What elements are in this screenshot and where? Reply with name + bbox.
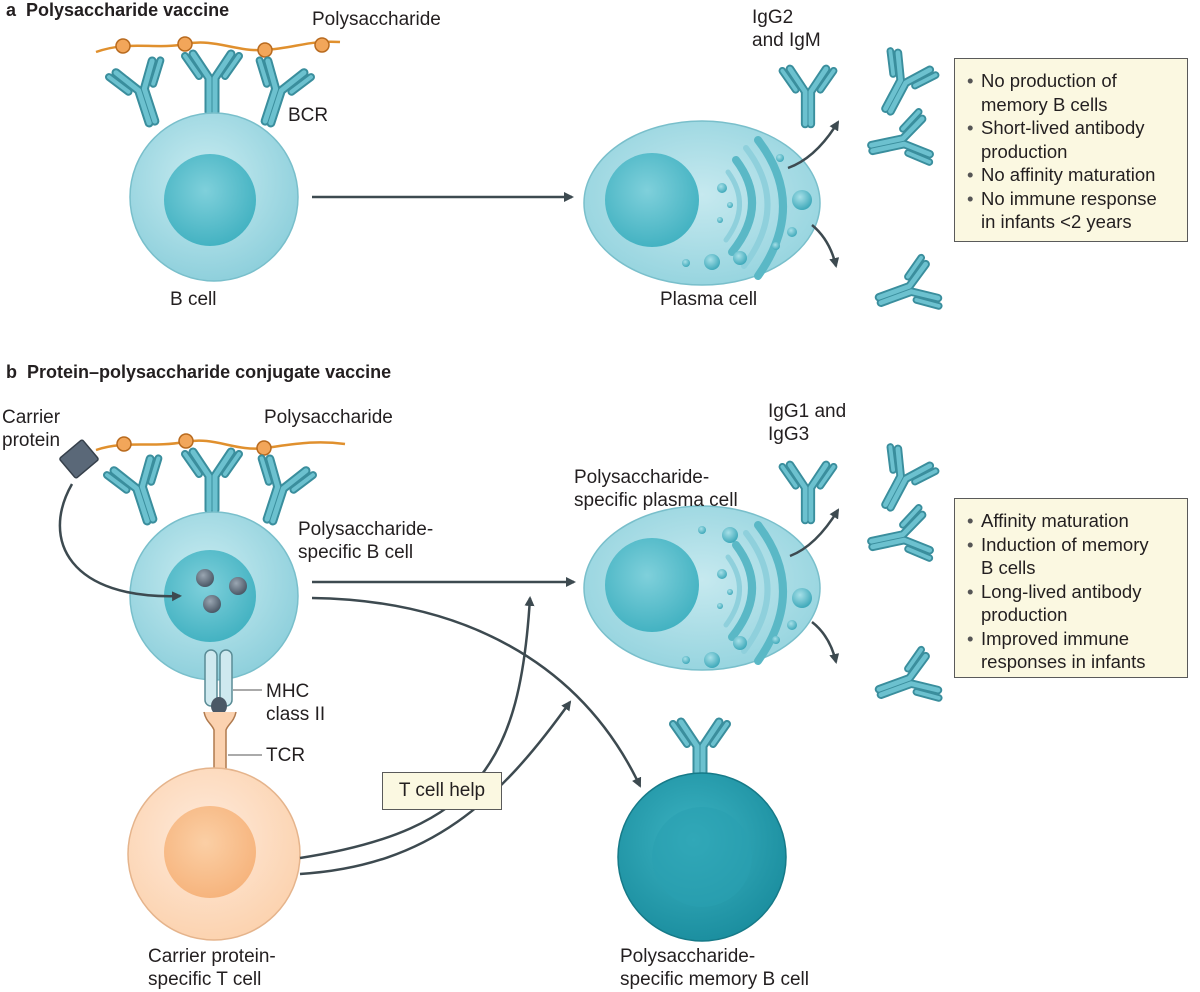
secretion-arrow-up-a <box>787 120 840 170</box>
t-help-arrow-2 <box>299 700 572 876</box>
t-cell <box>127 767 301 941</box>
panel-a-title-text: Polysaccharide vaccine <box>26 0 230 20</box>
antibody-label-b-line1: IgG1 and <box>768 401 847 422</box>
memory-b-cell <box>617 722 787 942</box>
outcome-box-a: No production of memory B cells Short-li… <box>954 58 1188 242</box>
arrow-bcell-to-memory <box>311 596 642 788</box>
t-cell-label-line2: specific T cell <box>148 969 262 990</box>
antibody-label-a-line2: and IgM <box>752 30 821 51</box>
outcome-item: No production of memory B cells <box>967 69 1177 116</box>
outcome-item: Induction of memory B cells <box>967 533 1177 580</box>
b-cell-a <box>129 112 299 282</box>
polysaccharide-chain-a <box>95 40 341 54</box>
plasma-cell-a <box>583 120 821 286</box>
sugar-beads-a <box>115 36 330 58</box>
t-cell-label-line1: Carrier protein- <box>148 946 276 967</box>
outcome-item: Short-lived antibody production <box>967 116 1177 163</box>
antibody-label-b-line2: IgG3 <box>768 424 810 445</box>
mhc-class-ii-shape <box>204 649 233 715</box>
secretion-arrow-up-b <box>789 508 840 558</box>
secretion-arrow-down-b <box>811 621 840 664</box>
memory-cell-label: Polysaccharide- specific memory B cell <box>620 945 809 991</box>
memory-cell-label-line2: specific memory B cell <box>620 969 809 990</box>
outcome-item: No immune response in infants <2 years <box>967 187 1177 234</box>
t-cell-label: Carrier protein- specific T cell <box>148 945 276 991</box>
secretion-arrow-down-a <box>811 224 840 268</box>
panel-a-title: a Polysaccharide vaccine <box>6 0 229 21</box>
memory-cell-label-line1: Polysaccharide- <box>620 946 756 967</box>
b-cell-label-b-line2: specific B cell <box>298 542 414 563</box>
t-cell-help-box: T cell help <box>382 772 502 810</box>
panel-a-letter: a <box>6 0 17 20</box>
antibody-label-a-line1: IgG2 <box>752 7 794 28</box>
panel-b-title-text: Protein–polysaccharide conjugate vaccine <box>27 362 392 382</box>
antibody-label-b: IgG1 and IgG3 <box>768 400 846 446</box>
bcr-label: BCR <box>288 105 329 126</box>
outcome-item: Long-lived antibody production <box>967 580 1177 627</box>
outcome-item: Improved immune responses in infants <box>967 627 1177 674</box>
internalisation-arrow <box>58 483 182 602</box>
plasma-cell-label-b-line1: Polysaccharide- <box>574 467 710 488</box>
carrier-protein-line2: protein <box>2 430 61 451</box>
antibody-label-a: IgG2 and IgM <box>752 6 821 52</box>
mhc-label-line1: MHC <box>266 681 310 702</box>
b-cell-label-b: Polysaccharide- specific B cell <box>298 518 433 564</box>
polysaccharide-label-a: Polysaccharide <box>312 9 441 30</box>
outcome-box-b: Affinity maturation Induction of memory … <box>954 498 1188 678</box>
polysaccharide-chain-b <box>95 439 346 452</box>
carrier-protein-line1: Carrier <box>2 407 61 428</box>
plasma-cell-b <box>583 505 821 671</box>
mhc-label-line2: class II <box>266 704 326 725</box>
b-cell-label-b-line1: Polysaccharide- <box>298 519 434 540</box>
outcome-item: Affinity maturation <box>967 509 1177 533</box>
panel-b-letter: b <box>6 362 17 382</box>
plasma-cell-label-b-line2: specific plasma cell <box>574 490 738 511</box>
t-help-arrow-1 <box>299 596 535 860</box>
b-cell-label-a: B cell <box>170 289 217 310</box>
plasma-cell-label-a: Plasma cell <box>660 289 758 310</box>
mhc-label: MHC class II <box>266 680 325 726</box>
carrier-protein-shape <box>59 439 99 479</box>
carrier-protein-label: Carrier protein <box>2 406 60 452</box>
plasma-cell-label-b: Polysaccharide- specific plasma cell <box>574 466 738 512</box>
panel-b-title: b Protein–polysaccharide conjugate vaccin… <box>6 362 391 383</box>
outcome-list-a: No production of memory B cells Short-li… <box>967 69 1177 234</box>
polysaccharide-label-b: Polysaccharide <box>264 407 393 428</box>
sugar-beads-b <box>116 433 272 456</box>
outcome-item: No affinity maturation <box>967 163 1177 187</box>
tcr-label: TCR <box>266 745 306 766</box>
outcome-list-b: Affinity maturation Induction of memory … <box>967 509 1177 674</box>
